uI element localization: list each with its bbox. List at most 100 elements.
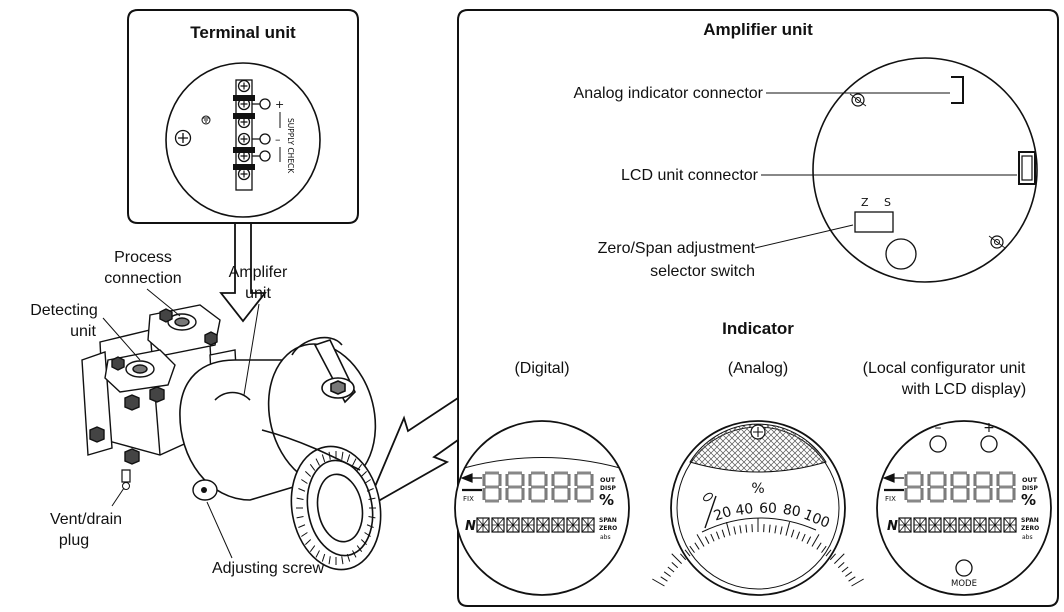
- analog-tick: [715, 531, 720, 540]
- amplifier-board: [812, 57, 1038, 283]
- analog-tick: [801, 533, 806, 542]
- arrow-icon: [364, 396, 459, 511]
- local-label-line2: with LCD display): [901, 381, 1026, 398]
- amplifier-unit-label-line1: Amplifer: [229, 264, 288, 281]
- knurl-line: [321, 553, 326, 562]
- analog-scale-80: 80: [782, 502, 802, 521]
- knurl-line: [305, 471, 312, 477]
- local-mode-button: [955, 559, 973, 577]
- vent-drain-label-line1: Vent/drain: [50, 511, 122, 528]
- terminal-unit-title: Terminal unit: [190, 23, 296, 42]
- knurl-line: [346, 553, 351, 562]
- knurl-line: [368, 516, 376, 519]
- analog-scale-60: 60: [759, 501, 777, 517]
- analog-tick: [837, 562, 845, 569]
- analog-tick: [663, 571, 671, 577]
- local-minus-button: [929, 435, 947, 453]
- knurl-line: [296, 497, 304, 500]
- digital-indicator: FIX OUT DISP % N SPAN ZERO abs: [454, 420, 630, 596]
- analog-tick: [660, 576, 668, 582]
- analog-tick: [768, 524, 771, 533]
- analog-percent-label: %: [751, 481, 764, 497]
- lcd-n-label: N: [465, 519, 476, 534]
- local-lcd-zero-label: ZERO: [1021, 525, 1039, 532]
- knurl-line: [328, 556, 331, 565]
- analog-tick: [739, 525, 742, 534]
- local-lcd-fix-label: FIX: [885, 495, 896, 503]
- adjusting-screw: [192, 479, 218, 501]
- knurl-line: [364, 479, 371, 484]
- terminal-plus-label: +: [275, 98, 284, 111]
- knurl-line: [301, 479, 308, 484]
- lcd-percent-label: %: [599, 491, 614, 509]
- analog-tick: [725, 522, 731, 536]
- knurl-line: [366, 488, 374, 492]
- analog-tick: [667, 566, 675, 573]
- analog-tick: [694, 542, 700, 550]
- local-lcd-disp-label: DISP: [1022, 485, 1039, 492]
- analog-scale-40: 40: [735, 501, 755, 519]
- local-lcd-n-label: N: [887, 519, 898, 534]
- analog-tick: [845, 571, 853, 577]
- knurl-line: [298, 524, 306, 528]
- arrow-icon: [219, 224, 267, 323]
- knurl-line: [352, 458, 357, 466]
- knurl-line: [315, 458, 320, 466]
- transmitter-illustration: Process connection Detecting unit Amplif…: [30, 249, 382, 577]
- analog-tick: [851, 578, 864, 587]
- local-mode-label: MODE: [951, 579, 977, 589]
- amplifier-housing: [179, 336, 382, 571]
- mounting-screw-icon: [849, 93, 867, 107]
- knurl-line: [352, 550, 357, 558]
- ground-symbol-icon: [201, 115, 211, 125]
- analog-tick: [671, 562, 679, 569]
- lcd-out-label: OUT: [600, 476, 616, 484]
- knurl-line: [366, 524, 374, 528]
- lcd-unit-connector: [1018, 151, 1036, 185]
- lcd-abs-label: abs: [600, 534, 611, 541]
- vent-drain-label-line2: plug: [59, 532, 89, 549]
- indicator-title: Indicator: [722, 319, 794, 338]
- analog-tick: [785, 522, 791, 536]
- analog-needle: [704, 495, 717, 529]
- analog-tick: [848, 576, 856, 582]
- detecting-unit-label-line2: unit: [70, 323, 96, 340]
- terminal-unit-panel: Terminal unit: [127, 9, 359, 224]
- knurl-line: [346, 454, 351, 463]
- terminal-block: [233, 79, 271, 191]
- analog-tick: [733, 526, 737, 535]
- analog-tick: [779, 526, 783, 535]
- mounting-screw-icon: [988, 235, 1006, 249]
- analog-tick: [841, 566, 849, 573]
- analog-scale-20: 20: [712, 504, 734, 525]
- knurl-line: [356, 464, 363, 471]
- analog-tick: [821, 545, 827, 553]
- knurl-line: [305, 539, 312, 545]
- local-label-line1: (Local configurator unit: [863, 360, 1026, 377]
- analog-tick: [790, 529, 795, 538]
- analog-label: (Analog): [728, 360, 788, 377]
- knurl-line: [341, 556, 344, 565]
- analog-indicator-connector-label: Analog indicator connector: [574, 85, 764, 102]
- knurl-line: [368, 497, 376, 500]
- analog-tick: [811, 534, 820, 547]
- analog-tick: [774, 525, 777, 534]
- amplifier-unit-title: Amplifier unit: [703, 20, 813, 39]
- local-lcd-out-label: OUT: [1022, 476, 1038, 484]
- digital-label: (Digital): [514, 360, 569, 377]
- analog-tick: [816, 542, 822, 550]
- analog-tick: [710, 533, 715, 542]
- ground-screw-icon: [174, 129, 192, 147]
- switch-z-label: Z: [861, 196, 869, 209]
- knurl-line: [328, 451, 331, 460]
- vent-drain-plug: [121, 469, 131, 490]
- analog-tick: [745, 524, 748, 533]
- process-connection-label-line1: Process: [114, 249, 172, 266]
- analog-tick: [829, 553, 836, 561]
- analog-tick: [680, 553, 687, 561]
- analog-tick: [796, 531, 801, 540]
- analog-tick: [834, 553, 845, 564]
- supply-check-label: SUPPLY CHECK: [286, 118, 295, 174]
- local-lcd-abs-label: abs: [1022, 534, 1033, 541]
